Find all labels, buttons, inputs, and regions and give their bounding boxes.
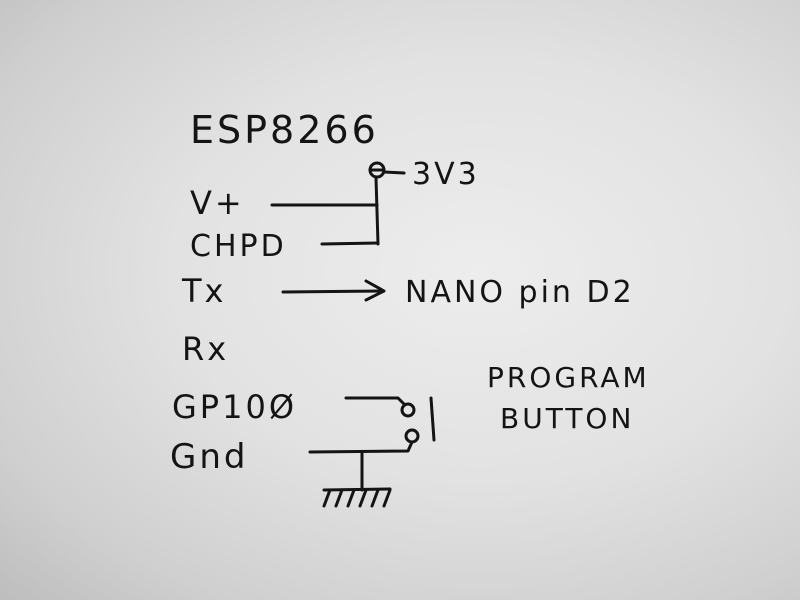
gpio0-wire bbox=[344, 396, 406, 406]
supply-node: 3V3 bbox=[368, 157, 480, 192]
ground-hatch-5 bbox=[370, 488, 380, 508]
tx-arrow-line bbox=[281, 289, 384, 294]
ground-bar bbox=[322, 487, 392, 492]
diagram-title: ESP8266 bbox=[190, 108, 379, 152]
supply-lead bbox=[382, 170, 406, 175]
tx-target-label: NANO pin D2 bbox=[405, 275, 635, 310]
supply-label: 3V3 bbox=[412, 157, 480, 192]
pin-label-gpio0: GP10Ø bbox=[172, 388, 297, 426]
ground-hatch-3 bbox=[346, 488, 356, 508]
ground-symbol bbox=[322, 450, 392, 508]
ground-hatch-4 bbox=[358, 488, 368, 508]
ground-hatch-2 bbox=[334, 488, 344, 508]
supply-bus-line bbox=[374, 176, 380, 246]
program-button-switch bbox=[400, 396, 436, 444]
pin-label-rx: Rx bbox=[182, 330, 229, 368]
ground-hatch-1 bbox=[322, 488, 332, 508]
switch-contact-bottom bbox=[404, 428, 420, 444]
pin-label-gnd: Gnd bbox=[170, 437, 248, 477]
tx-arrow-head bbox=[364, 279, 386, 302]
button-label-line2: BUTTON bbox=[500, 402, 634, 435]
chpd-wire bbox=[320, 241, 380, 246]
ground-hatch-6 bbox=[382, 488, 392, 508]
button-label-line1: PROGRAM bbox=[487, 361, 650, 394]
pin-label-vplus: V+ bbox=[190, 184, 245, 222]
switch-contact-top bbox=[400, 402, 416, 418]
gnd-wire bbox=[308, 440, 414, 454]
pin-label-chpd: CHPD bbox=[190, 229, 287, 264]
pin-label-tx: Tx bbox=[181, 272, 226, 310]
switch-actuator bbox=[429, 396, 436, 442]
